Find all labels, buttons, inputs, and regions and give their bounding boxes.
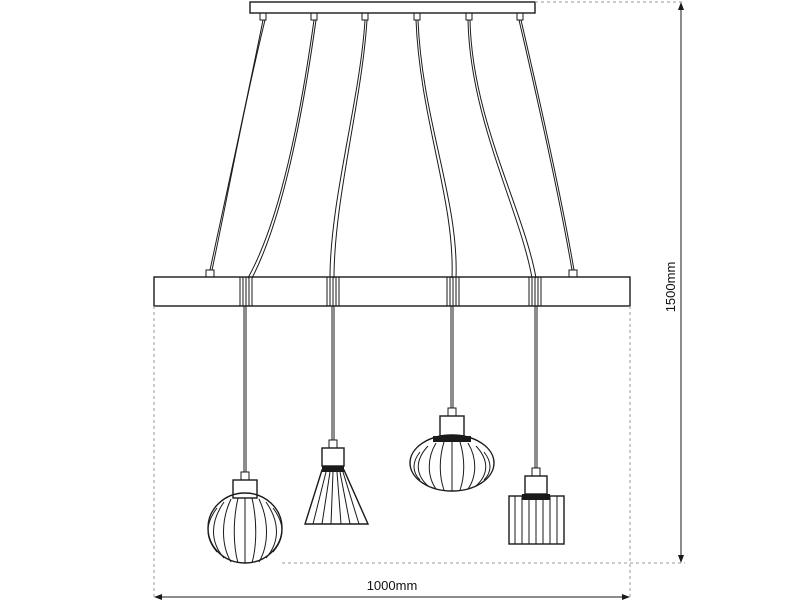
lamp-globe-left bbox=[207, 471, 283, 564]
lamp-cylinder bbox=[508, 467, 565, 545]
height-label: 1500mm bbox=[663, 262, 678, 313]
ceiling-canopy bbox=[249, 1, 536, 14]
width-dimension bbox=[154, 594, 630, 600]
suspension-cables bbox=[209, 19, 575, 279]
extension-lines bbox=[153, 1, 685, 597]
drop-cords bbox=[243, 306, 538, 472]
lamp-wide-globe bbox=[409, 407, 495, 492]
lamp-cone bbox=[304, 439, 370, 525]
cable-wraps bbox=[239, 276, 542, 307]
canopy-hooks bbox=[259, 12, 524, 21]
height-dimension bbox=[678, 2, 684, 563]
wooden-beam bbox=[153, 276, 631, 307]
width-label: 1000mm bbox=[367, 578, 418, 593]
beam-hooks bbox=[205, 269, 578, 278]
